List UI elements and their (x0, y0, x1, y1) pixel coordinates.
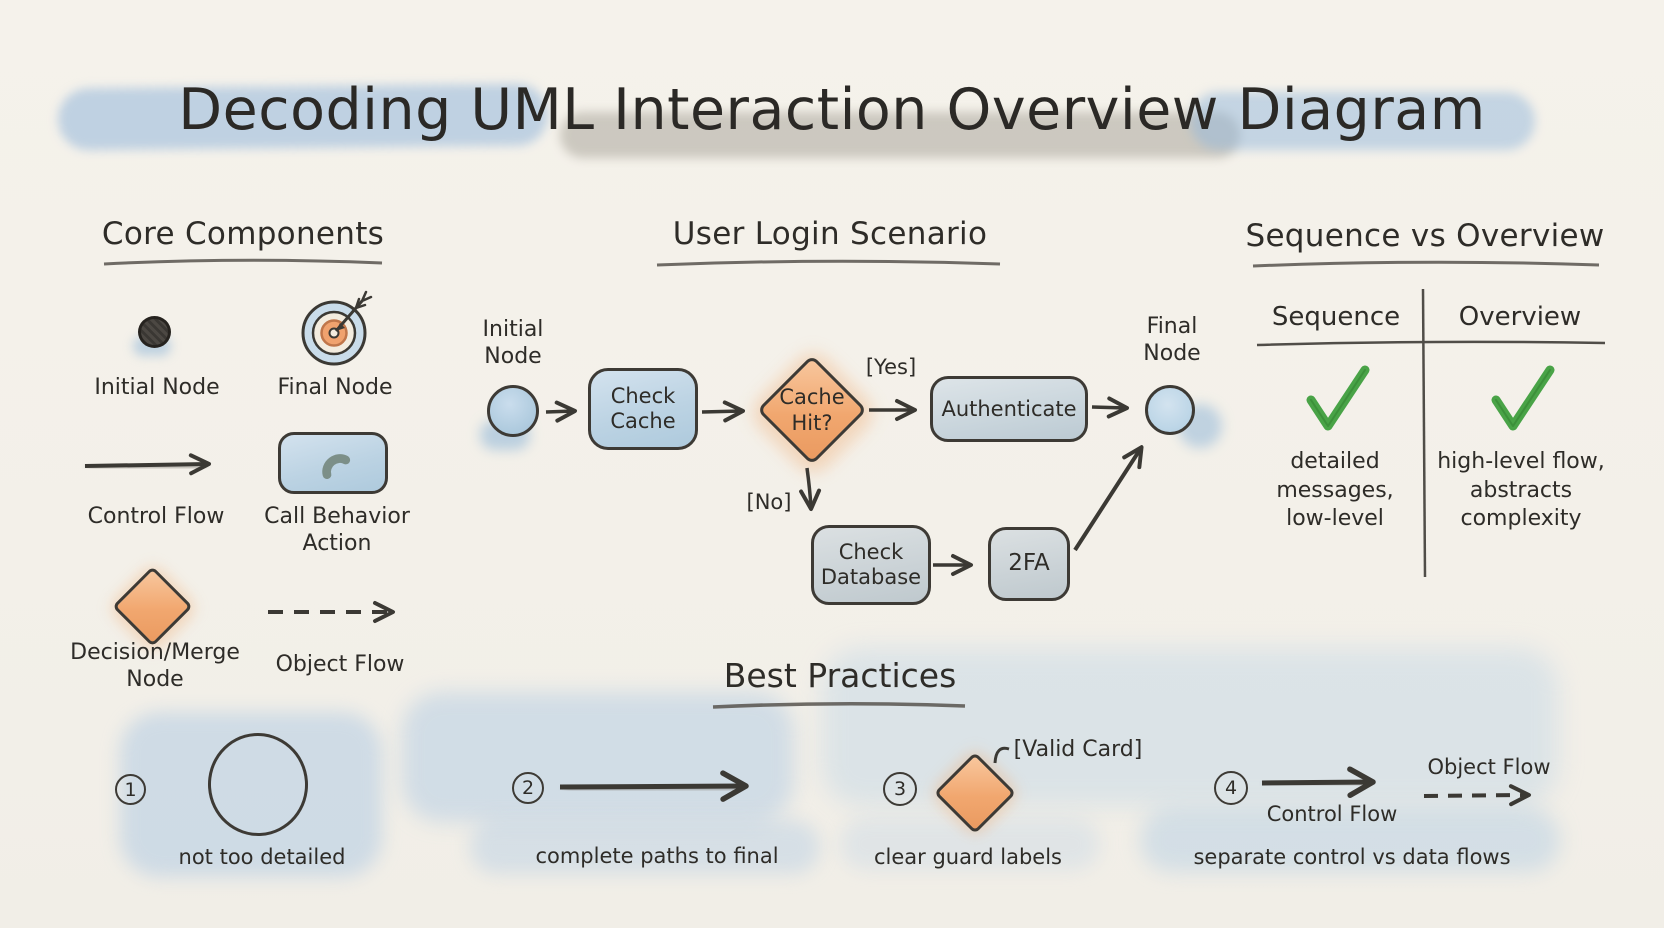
core-initial-node-label: Initial Node (94, 375, 220, 400)
item1-number: 1 (124, 778, 137, 801)
item1-caption: not too detailed (178, 845, 346, 869)
item4-control-flow-label: Control Flow (1266, 802, 1398, 826)
green-check-icon-right (1491, 365, 1555, 431)
watercolor-wash-title-mid (560, 112, 1240, 158)
item4-object-dashed-arrow (1423, 784, 1531, 807)
core-control-flow-label: Control Flow (87, 504, 225, 529)
comparison-left-text: detailed messages, low-level (1276, 449, 1394, 532)
watercolor-wash-item1 (120, 712, 382, 877)
comparison-right-header: Overview (1458, 302, 1582, 332)
arrow-authenticate-to-final (1091, 396, 1129, 419)
green-check-icon-left (1306, 365, 1370, 431)
arrow-2fa-to-final (1073, 445, 1144, 552)
scenario-heading: User Login Scenario (672, 216, 988, 252)
watercolor-wash-item4-caption (1140, 808, 1560, 872)
watercolor-wash-items34 (822, 648, 1558, 806)
item3-guard-label: [Valid Card] (1013, 737, 1143, 762)
core-object-flow-label: Object Flow (275, 652, 405, 677)
core-heading-underline (103, 258, 383, 266)
item3-number: 3 (893, 778, 907, 800)
item4-control-arrow (1261, 766, 1376, 798)
twofa-label: 2FA (1008, 550, 1050, 577)
arrow-initial-to-checkcache (545, 400, 577, 423)
table-header-rule (1256, 340, 1606, 347)
final-node-target-icon (301, 290, 373, 366)
scenario-initial-node-label: Initial Node (482, 317, 544, 369)
authenticate-label: Authenticate (941, 396, 1077, 421)
check-cache-box: Check Cache (588, 368, 698, 450)
phone-handset-icon (322, 454, 351, 480)
initial-node-dot-icon (138, 316, 171, 348)
control-flow-arrow (84, 453, 211, 476)
item2-number-badge: 2 (512, 772, 544, 804)
page-title: Decoding UML Interaction Overview Diagra… (178, 77, 1486, 143)
scenario-final-node (1145, 385, 1195, 435)
table-column-divider (1421, 288, 1427, 578)
item4-number-badge: 4 (1214, 771, 1248, 805)
core-call-behavior-label: Call Behavior Action (264, 504, 410, 556)
core-components-heading: Core Components (101, 216, 385, 252)
comparison-right-text: high-level flow, abstracts complexity (1437, 449, 1605, 532)
cache-hit-label: Cache Hit? (779, 385, 845, 435)
core-decision-label: Decision/Merge Node (70, 640, 240, 692)
guard-no-label: [No] (746, 490, 792, 514)
item2-number: 2 (521, 777, 535, 799)
twofa-box: 2FA (988, 527, 1070, 601)
scenario-heading-underline (656, 259, 1001, 267)
core-final-node-label: Final Node (277, 375, 393, 400)
watercolor-wash-title-right (1190, 92, 1535, 150)
practices-heading-underline (712, 701, 966, 709)
item3-guard-connector (993, 746, 1010, 764)
best-practices-heading: Best Practices (723, 656, 957, 695)
item4-number: 4 (1224, 777, 1238, 799)
item4-object-flow-label: Object Flow (1427, 755, 1551, 779)
check-database-box: Check Database (811, 525, 931, 605)
watercolor-wash-item2-caption (470, 820, 820, 874)
item4-caption: separate control vs data flows (1193, 845, 1511, 869)
call-behavior-action-box (278, 432, 388, 494)
scenario-initial-node (487, 385, 539, 437)
arrow-cachehit-to-checkdb (799, 467, 822, 511)
item1-number-badge: 1 (115, 774, 146, 805)
comparison-left-header: Sequence (1271, 302, 1401, 332)
comparison-heading-underline (1252, 260, 1600, 268)
scenario-final-node-label: Final Node (1143, 314, 1201, 366)
authenticate-box: Authenticate (930, 376, 1088, 442)
check-cache-label: Check Cache (610, 384, 676, 433)
item2-caption: complete paths to final (535, 844, 779, 868)
check-database-label: Check Database (820, 540, 922, 589)
arrow-checkcache-to-cachehit (701, 400, 745, 423)
guard-yes-label: [Yes] (865, 355, 917, 379)
item2-arrow (559, 770, 749, 802)
item3-number-badge: 3 (883, 772, 917, 806)
comparison-heading: Sequence vs Overview (1245, 218, 1605, 254)
item3-caption: clear guard labels (874, 845, 1062, 869)
